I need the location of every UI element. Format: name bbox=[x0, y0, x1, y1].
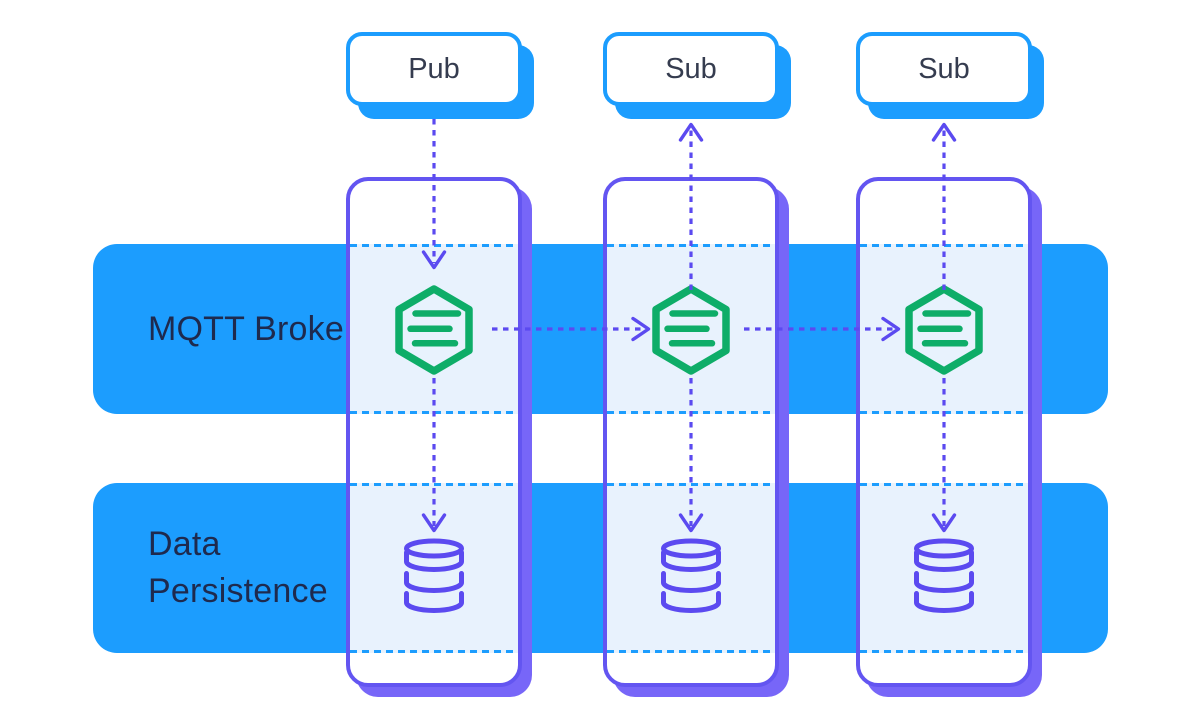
band-edge-dashed-line bbox=[350, 411, 518, 414]
mqtt-broker-band-label: MQTT Broker bbox=[148, 309, 356, 348]
band-edge-dashed-line bbox=[860, 411, 1028, 414]
band-edge-dashed-line bbox=[607, 244, 775, 247]
sub-client-box-2: Sub bbox=[856, 32, 1032, 106]
data-persistence-band-label: Data Persistence bbox=[148, 525, 328, 610]
band-edge-dashed-line bbox=[350, 483, 518, 486]
band-edge-dashed-line bbox=[860, 244, 1028, 247]
emqx-broker-hexagon-icon bbox=[395, 285, 473, 375]
sub-client-label: Sub bbox=[665, 52, 717, 85]
band-edge-dashed-line bbox=[350, 244, 518, 247]
band-edge-dashed-line bbox=[860, 650, 1028, 653]
database-icon bbox=[661, 538, 721, 613]
database-icon bbox=[404, 538, 464, 613]
band-edge-dashed-line bbox=[607, 411, 775, 414]
band-edge-dashed-line bbox=[607, 650, 775, 653]
emqx-broker-hexagon-icon bbox=[905, 285, 983, 375]
band-edge-dashed-line bbox=[607, 483, 775, 486]
sub-client-box-1: Sub bbox=[603, 32, 779, 106]
pub-client-label: Pub bbox=[408, 52, 460, 85]
band-edge-dashed-line bbox=[350, 650, 518, 653]
sub-client-label: Sub bbox=[918, 52, 970, 85]
band-edge-dashed-line bbox=[860, 483, 1028, 486]
pub-client-box: Pub bbox=[346, 32, 522, 106]
emqx-broker-hexagon-icon bbox=[652, 285, 730, 375]
database-icon bbox=[914, 538, 974, 613]
